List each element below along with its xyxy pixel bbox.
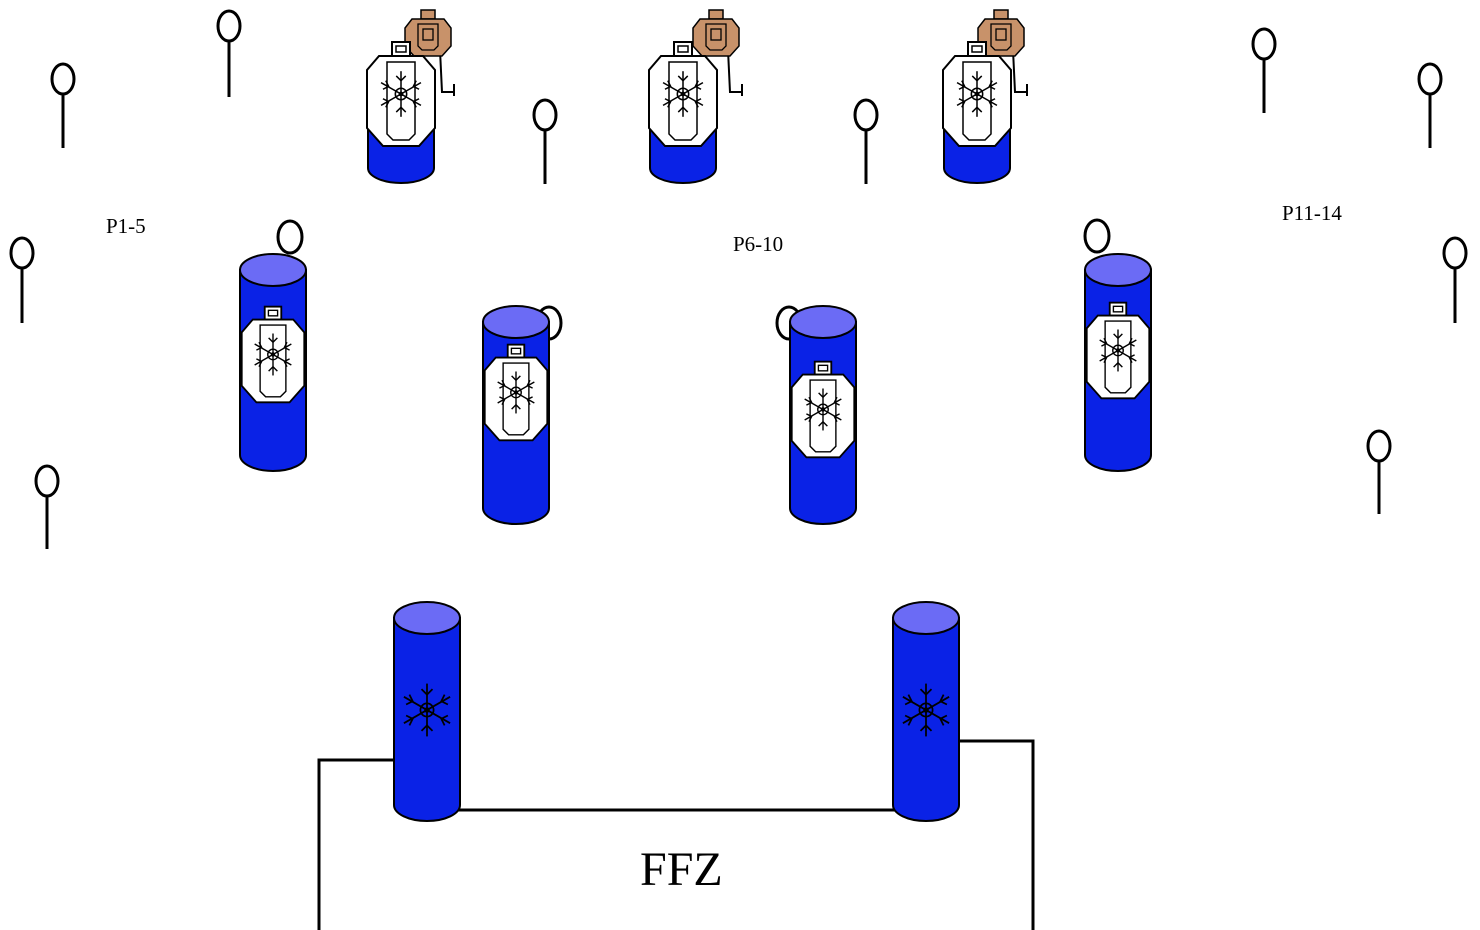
paper-target-icon <box>1087 303 1150 399</box>
label-p11-14: P11-14 <box>1282 201 1342 225</box>
popper-icon <box>1442 236 1468 323</box>
paper-target-icon <box>485 345 548 441</box>
popper-icon <box>1366 429 1392 514</box>
popper-icon <box>216 9 242 97</box>
popper-icon <box>9 236 35 323</box>
popper-icon <box>532 98 558 184</box>
paper-target-icon <box>367 42 435 146</box>
paper-target-icon <box>242 307 305 403</box>
label-ffz: FFZ <box>640 843 723 896</box>
paper-target-icon <box>792 362 855 458</box>
popper-icon <box>1251 27 1277 113</box>
popper-icon <box>34 464 60 549</box>
fault-line <box>317 739 1035 930</box>
popper-icon <box>1417 62 1443 148</box>
label-p6-10: P6-10 <box>733 232 783 256</box>
label-p1-5: P1-5 <box>106 214 146 238</box>
no-shoot-target-icon <box>977 9 1028 96</box>
paper-target-icon <box>649 42 717 146</box>
no-shoot-target-icon <box>404 9 455 96</box>
popper-icon <box>1083 218 1111 254</box>
popper-icon <box>276 219 304 255</box>
no-shoot-target-icon <box>692 9 743 96</box>
popper-icon <box>853 98 879 184</box>
paper-target-icon <box>943 42 1011 146</box>
popper-icon <box>50 62 76 148</box>
